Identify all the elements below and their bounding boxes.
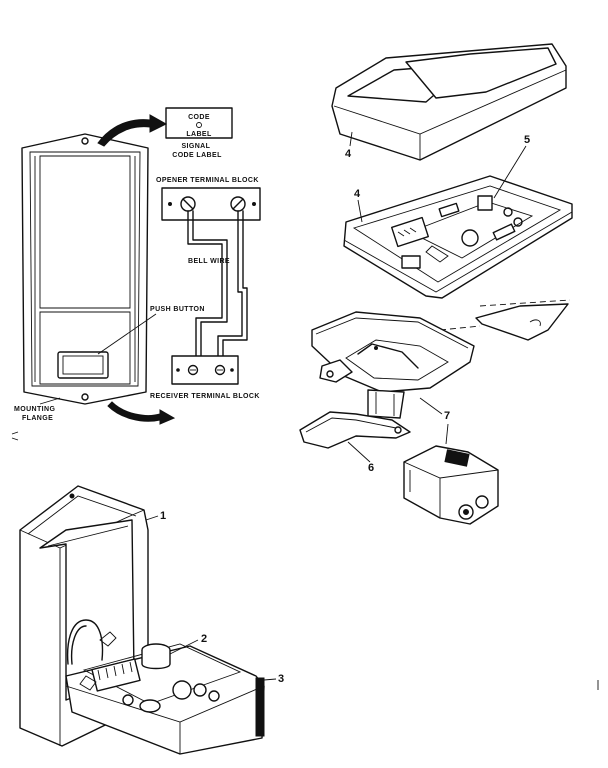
mounting-flange-line-1: MOUNTING (14, 406, 55, 413)
transmitter-circuit-board (79, 631, 242, 713)
receiver-base (343, 175, 573, 299)
opener-terminal-block (161, 187, 261, 221)
push-button-label: PUSH BUTTON (150, 306, 205, 313)
push-button[interactable] (57, 351, 109, 379)
signal-code-label-line-2: CODE LABEL (172, 152, 222, 159)
code-text: CODE (188, 114, 210, 121)
alignment-lines (439, 299, 571, 331)
callout-2: 2 (201, 633, 207, 645)
callout-7: 7 (444, 410, 450, 422)
receiver-cover (331, 43, 567, 161)
mounting-flange-label: MOUNTING FLANGE (14, 406, 58, 422)
battery (403, 445, 499, 525)
callout-1: 1 (160, 510, 166, 522)
bottom-screw-icon (81, 393, 89, 401)
bell-wire (187, 210, 248, 359)
transmitter-cutaway (19, 485, 265, 755)
callout-5: 5 (524, 134, 530, 146)
mounting-clip (299, 411, 411, 449)
label-arrow-icon (97, 114, 168, 147)
receiver-terminal-block-label: RECEIVER TERMINAL BLOCK (150, 393, 260, 400)
receiver-circuit-board (390, 195, 534, 269)
top-screw-icon (81, 137, 89, 145)
flange-arrow-icon (107, 401, 176, 425)
callout-4-base: 4 (354, 188, 361, 200)
opener-terminal-block-label: OPENER TERMINAL BLOCK (156, 177, 259, 184)
label-text: LABEL (186, 131, 212, 138)
bell-wire-label: BELL WIRE (188, 258, 230, 265)
receiver-terminal-block (171, 355, 239, 385)
callout-4-cover: 4 (345, 148, 352, 160)
callout-6: 6 (368, 462, 374, 474)
signal-code-label-text: SIGNAL CODE LABEL (172, 143, 222, 159)
mounting-flange-line-2: FLANGE (22, 415, 53, 422)
signal-code-label-box: CODE LABEL (165, 107, 233, 139)
signal-code-label-line-1: SIGNAL (181, 143, 210, 150)
callout-3: 3 (278, 673, 284, 685)
mounting-flap (475, 303, 569, 341)
receiver-bottom-housing (311, 311, 475, 419)
transmitter-front-view (21, 133, 149, 405)
